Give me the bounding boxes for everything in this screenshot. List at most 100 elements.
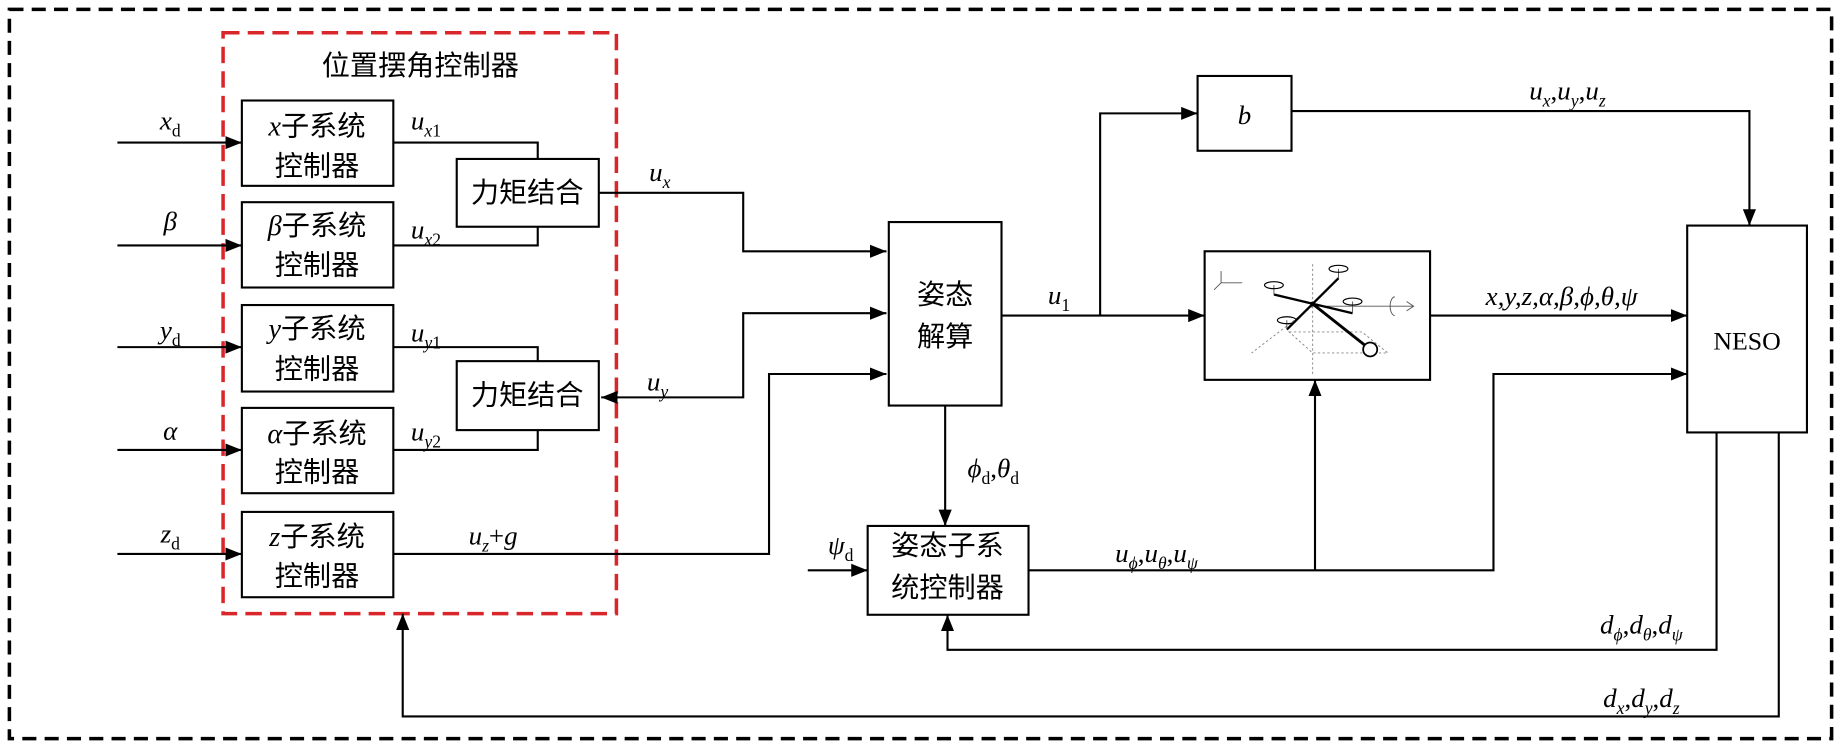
u-attitude-label: uϕ,uθ,uψ	[1115, 538, 1199, 573]
u-var: u	[1173, 538, 1186, 568]
rotor	[1342, 297, 1363, 306]
block-frame	[240, 303, 395, 393]
d-var: d	[1600, 610, 1614, 640]
beta-subsystem-controller-block: β子系统 控制器	[240, 201, 395, 289]
u-index: 1	[432, 121, 441, 141]
states-label: x,y,z,α,β,ϕ,θ,ψ	[1485, 281, 1639, 311]
block-label-line2: 控制器	[275, 354, 360, 386]
block-label-line2: 控制器	[275, 250, 360, 282]
block-var: β	[267, 211, 282, 242]
block-frame	[1196, 74, 1293, 152]
x-d-var: x	[159, 106, 172, 136]
position-controller-title: 位置摆角控制器	[322, 50, 519, 82]
u-var: u	[1529, 75, 1542, 105]
z-d-sub: d	[171, 533, 180, 553]
u-var: u	[1144, 538, 1157, 568]
x-subsystem-controller-block: x子系统 控制器	[240, 99, 395, 187]
u-sub: y	[422, 332, 432, 352]
d-sub: θ	[1643, 625, 1652, 645]
block-label-line1: 姿态	[917, 279, 973, 311]
torque-combination-y-block: 力矩结合	[455, 360, 600, 432]
x-d-sub: d	[172, 121, 181, 141]
u-y1-signal-line	[393, 346, 539, 362]
block-label-line2: 控制器	[275, 561, 360, 593]
u-var: u	[1557, 75, 1570, 105]
torque-combination-x-block: 力矩结合	[455, 157, 600, 228]
block-frame	[455, 360, 600, 432]
block-label-line2: 控制器	[275, 457, 360, 489]
psi-sub: d	[845, 545, 854, 565]
psi-var: ψ	[828, 530, 846, 560]
rotor	[1276, 316, 1297, 325]
ground-frame-outline	[1287, 331, 1390, 354]
block-frame	[455, 157, 600, 228]
u-var: u	[1048, 280, 1061, 310]
u-x2-label: ux2	[411, 214, 441, 249]
block-frame	[887, 221, 1003, 407]
u-y-signal-line	[601, 306, 887, 404]
u-y2-signal-line	[393, 430, 539, 452]
u-index: 2	[432, 229, 441, 249]
u-sub: z	[1598, 90, 1606, 110]
frame-axis-icon	[1213, 271, 1243, 291]
y-subsystem-controller-block: y子系统 控制器	[240, 303, 395, 393]
block-text: 子系统	[281, 313, 366, 345]
d-sub: x	[1616, 698, 1625, 718]
d-position-label: dx,dy,dz	[1603, 683, 1680, 718]
block-label: 力矩结合	[471, 177, 584, 209]
block-label-line1: α子系统	[267, 418, 366, 450]
separator: ,	[1579, 75, 1586, 105]
u-x1-signal-line	[393, 141, 539, 159]
u-sub: ϕ	[1129, 553, 1138, 573]
block-label-line2: 统控制器	[891, 572, 1004, 604]
block-label-line2: 解算	[917, 321, 973, 353]
d-sub: y	[1643, 698, 1653, 718]
u-sub: z	[481, 536, 489, 556]
z-d-label: zd	[160, 518, 181, 553]
u-sub: x	[423, 229, 432, 249]
x-d-label: xd	[159, 106, 181, 141]
separator: ,	[990, 453, 997, 483]
phi-theta-d-label: ϕd,θd	[967, 453, 1019, 488]
block-text: 子系统	[281, 111, 366, 143]
block-label: NESO	[1713, 327, 1780, 356]
u-sub: 1	[1061, 295, 1070, 315]
block-var: α	[267, 419, 283, 450]
theta-var: θ	[997, 453, 1010, 483]
d-var: d	[1631, 683, 1645, 713]
u-z-g-signal-line	[393, 367, 887, 556]
u-sub: y	[422, 432, 432, 452]
d-sub: z	[1672, 698, 1680, 718]
system-boundary	[7, 7, 1834, 741]
rotor	[1263, 281, 1284, 290]
u-sub: x	[423, 121, 432, 141]
block-var: y	[265, 314, 281, 345]
u-var: u	[411, 214, 424, 244]
yaw-arc	[1389, 296, 1395, 317]
phi-var: ϕ	[967, 453, 981, 483]
u-x2-signal-line	[393, 226, 539, 247]
d-var: d	[1659, 683, 1673, 713]
gain-b-block: b	[1196, 74, 1293, 152]
u1-to-b-branch	[1099, 106, 1198, 316]
separator: ,	[1623, 610, 1630, 640]
y-d-var: y	[157, 315, 172, 345]
d-var: d	[1629, 610, 1643, 640]
rotor-posts	[1273, 268, 1354, 330]
u-var: u	[411, 106, 424, 136]
block-var: x	[267, 112, 281, 143]
pendulum-rod	[1311, 302, 1366, 346]
phi-sub: d	[981, 468, 990, 488]
d-sub: ϕ	[1614, 625, 1623, 645]
center-of-mass-dot	[1310, 301, 1315, 307]
u-attitude-signal-line	[1028, 367, 1688, 572]
u-sub: y	[658, 381, 668, 401]
position-controller-boundary	[221, 30, 619, 616]
block-frame	[1686, 224, 1809, 434]
u-sub: x	[1542, 90, 1551, 110]
u-sub: θ	[1158, 553, 1167, 573]
d-var: d	[1603, 683, 1617, 713]
d-sub: ψ	[1672, 625, 1684, 645]
u-xyz-label: ux,uy,uz	[1529, 75, 1606, 110]
block-label: 力矩结合	[471, 379, 584, 411]
